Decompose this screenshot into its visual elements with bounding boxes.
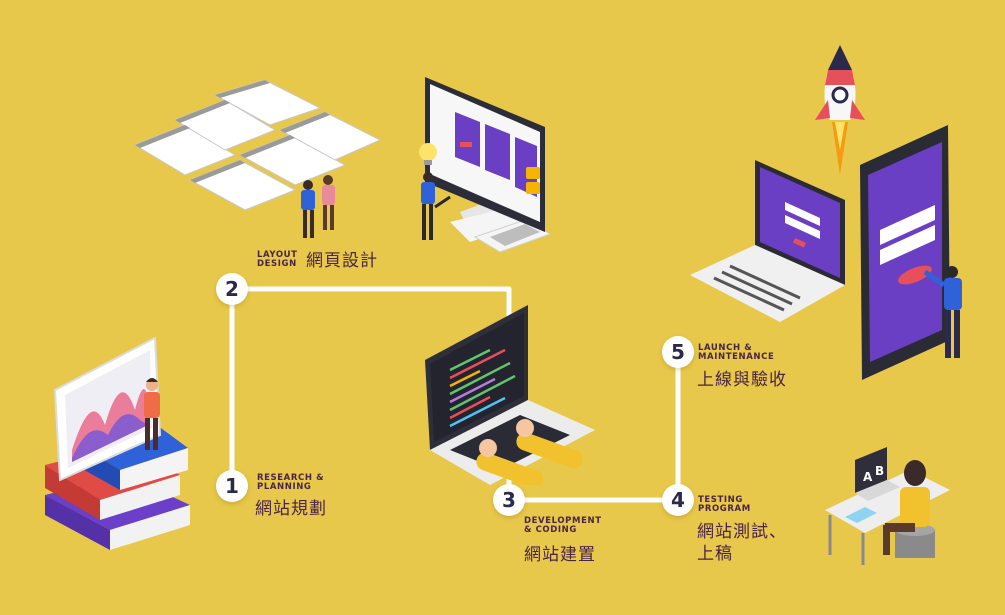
launch-illustration: [690, 45, 962, 380]
step-5-label-zh: 上線與驗收: [697, 370, 787, 390]
step-1-number: 1: [216, 470, 248, 502]
step-2-label-zh: 網頁設計: [306, 251, 378, 271]
step-1-label-en: RESEARCH & PLANNING: [257, 473, 325, 492]
svg-text:B: B: [875, 464, 884, 478]
step-1-label-zh: 網站規劃: [255, 499, 327, 519]
step-4-number: 4: [662, 484, 694, 516]
step-3-label-zh: 網站建置: [524, 545, 596, 565]
ab-testing-desk-illustration: A B: [825, 447, 950, 565]
step-2-number: 2: [216, 273, 248, 305]
step-3-number: 3: [493, 484, 525, 516]
svg-text:A: A: [863, 470, 873, 484]
step-5-number: 5: [662, 336, 694, 368]
design-monitor-illustration: [419, 77, 552, 253]
books-tablet-illustration: [45, 336, 190, 550]
coding-laptop-illustration: [425, 305, 595, 485]
step-5-label-en: LAUNCH & MAINTENANCE: [698, 343, 775, 362]
wireframes-illustration: [133, 80, 382, 238]
step-3-label-en: DEVELOPMENT & CODING: [524, 516, 602, 535]
step-4-label-zh: 網站測試、 上稿: [697, 522, 787, 564]
step-4-label-en: TESTING PROGRAM: [698, 495, 751, 514]
step-2-label-en: LAYOUT DESIGN: [257, 250, 298, 269]
